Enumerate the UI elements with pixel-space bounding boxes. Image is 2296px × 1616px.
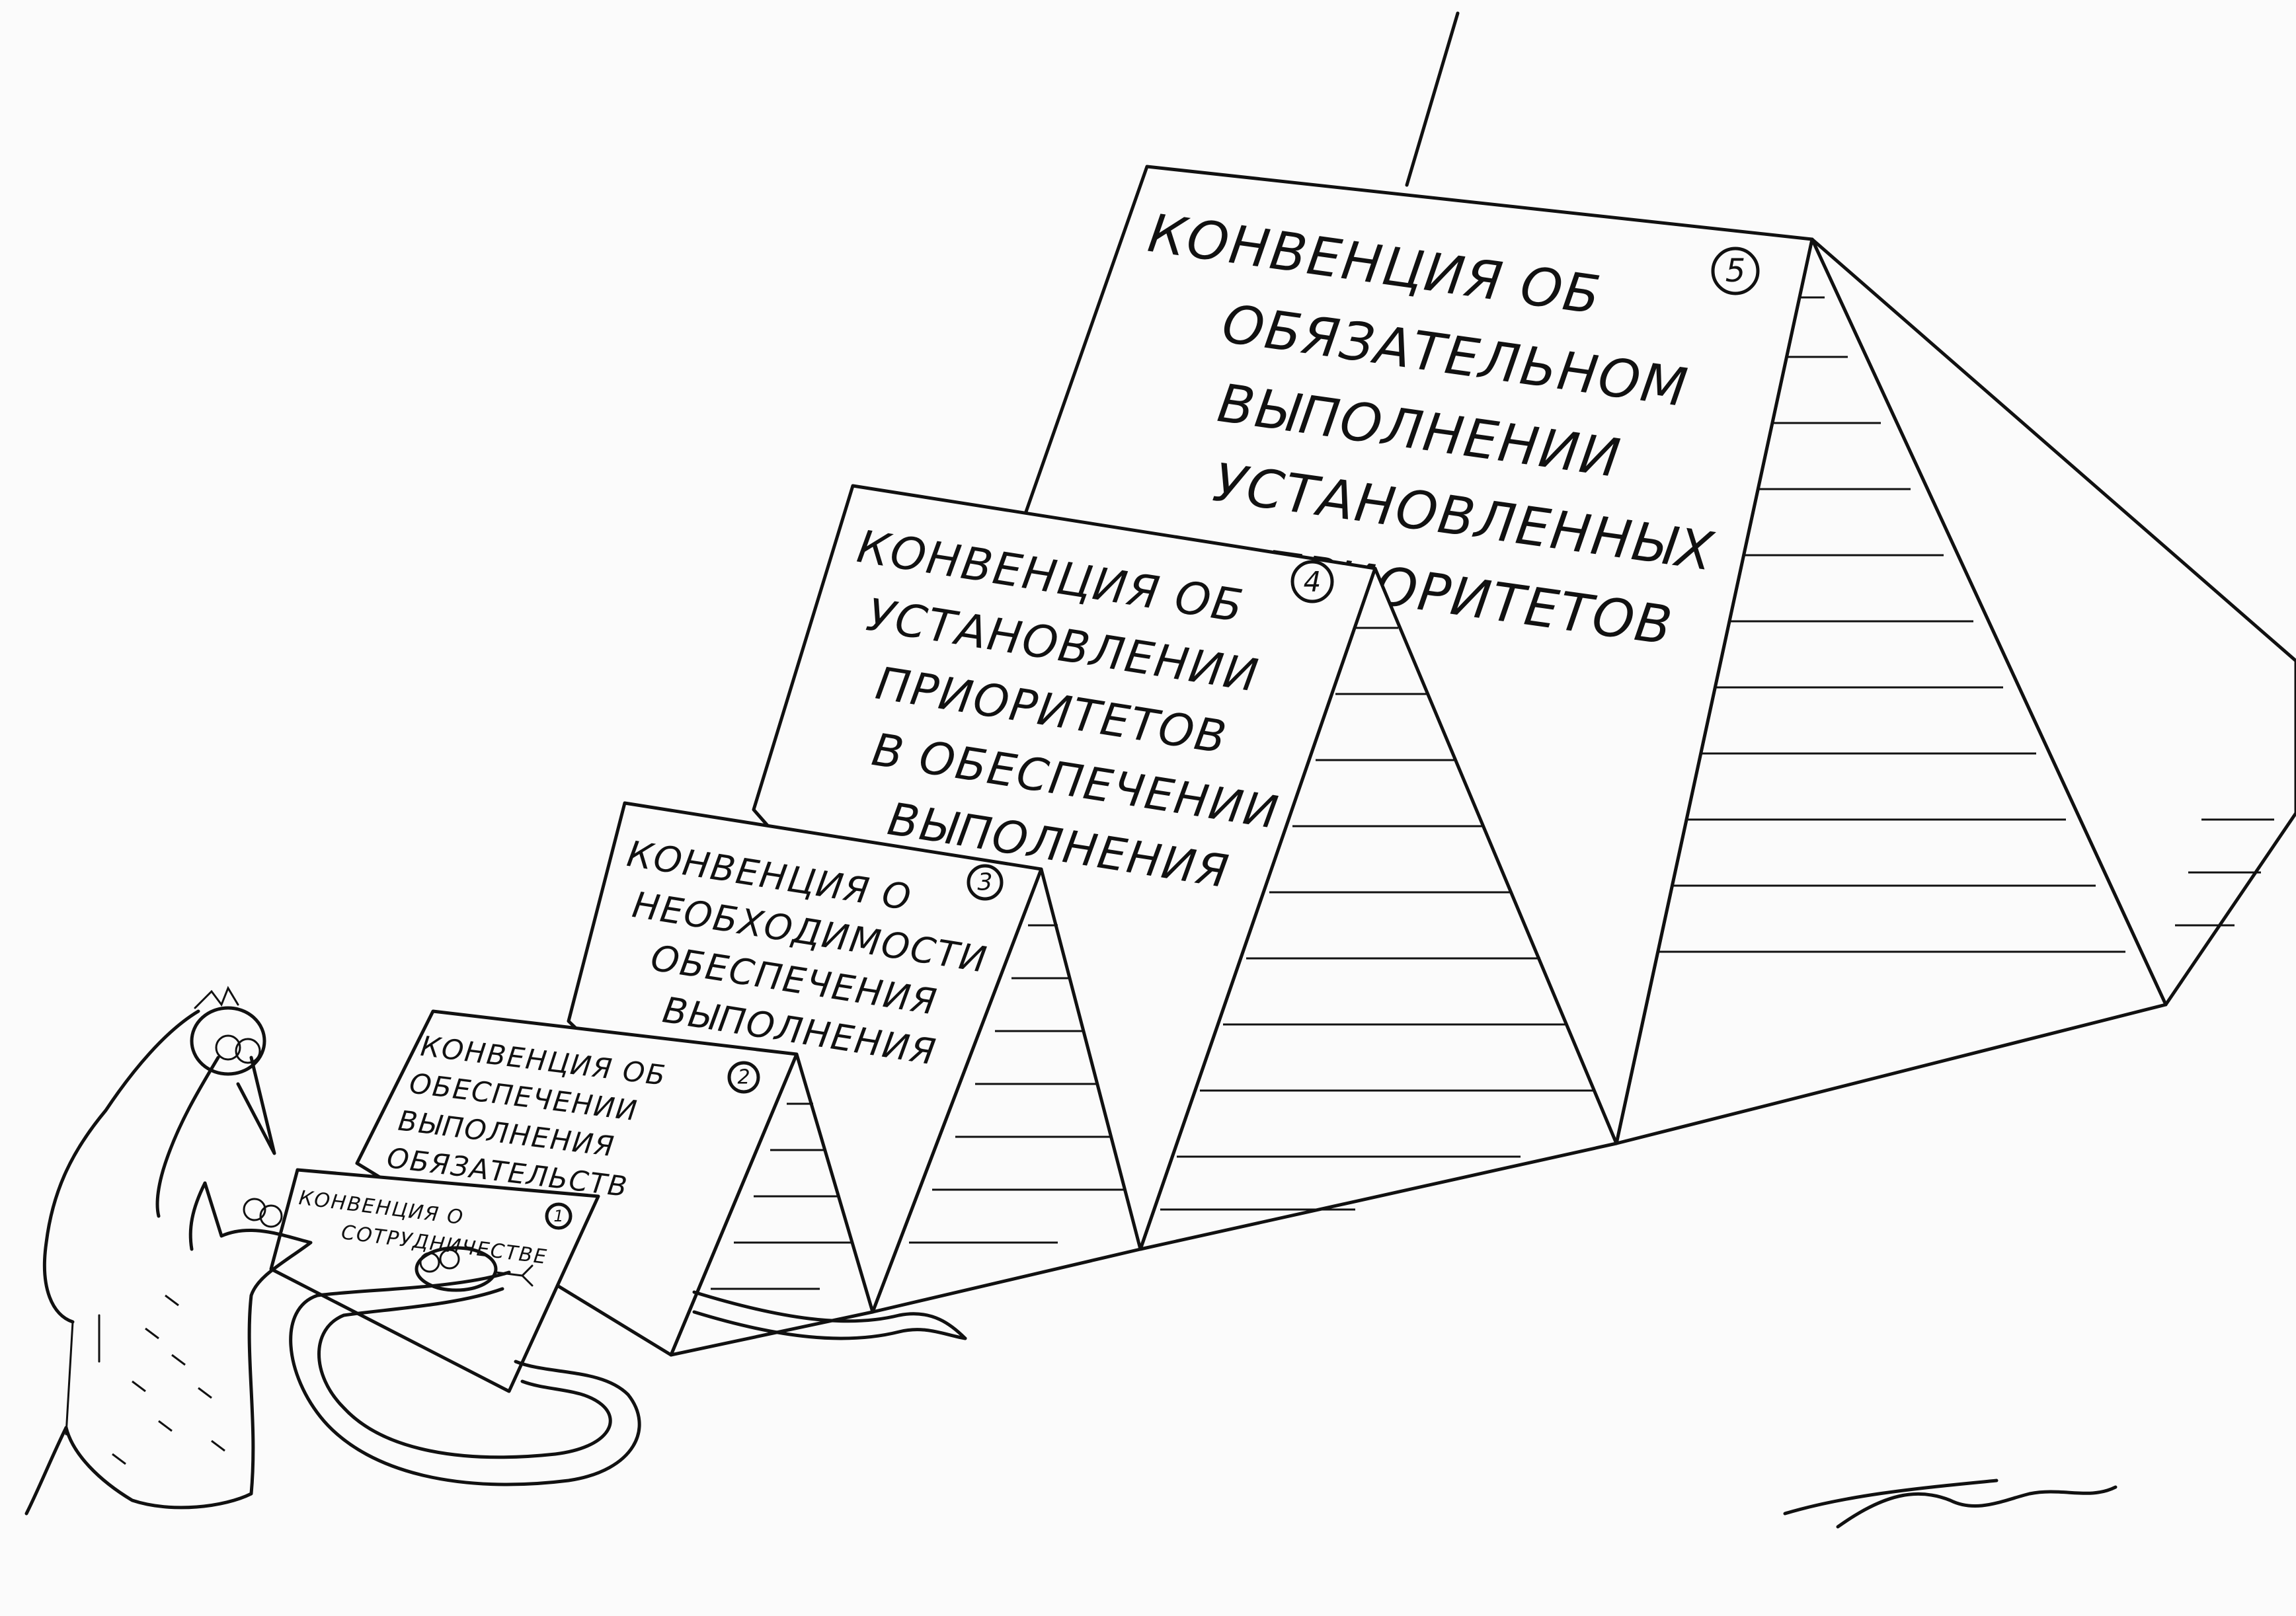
sign-2-front-face (355, 1009, 799, 1357)
sign-4-number: 4 (1304, 566, 1322, 598)
sign-3-number-circle (967, 864, 1004, 901)
sign-3: КОНВЕНЦИЯ О НЕОБХОДИМОСТИ ОБЕСПЕЧЕНИЯ ВЫ… (567, 801, 1142, 1314)
crow-leg-left (65, 1321, 74, 1436)
crow-beak (236, 1056, 276, 1155)
snake-tongue (495, 1264, 534, 1287)
rat-eye-right (259, 1204, 283, 1228)
sign-4: КОНВЕНЦИЯ ОБ УСТАНОВЛЕНИИ ПРИОРИТЕТОВ В … (752, 484, 1618, 1251)
snake-body-outer (289, 1270, 641, 1486)
snake-eye-left (419, 1252, 440, 1273)
rat-body (64, 1181, 313, 1510)
signature-icon (1783, 1479, 2118, 1529)
crow-head (190, 1006, 266, 1076)
crow-eye-left (215, 1034, 241, 1061)
crow-crest (194, 985, 239, 1009)
snake-head (415, 1246, 498, 1292)
signature-strokes (1783, 1479, 2118, 1529)
sign-1-number: 1 (553, 1207, 563, 1225)
sign-2-number: 2 (737, 1066, 750, 1089)
rat-tail (24, 1426, 68, 1516)
crow-icon (42, 985, 276, 1436)
sign-1: КОНВЕНЦИЯ О СОТРУДНИЧЕСТВЕ 1 (269, 1168, 600, 1393)
sign-5: КОНВЕНЦИЯ ОБ ОБЯЗАТЕЛЬНОМ ВЫПОЛНЕНИИ УСТ… (1023, 11, 2296, 1145)
rat-ear (188, 1181, 207, 1251)
sign-4-number-circle (1290, 560, 1334, 603)
sign-3-number: 3 (978, 869, 993, 896)
sign-2: КОНВЕНЦИЯ ОБ ОБЕСПЕЧЕНИИ ВЫПОЛНЕНИЯ ОБЯЗ… (355, 1009, 875, 1357)
sign-5-number: 5 (1725, 252, 1746, 289)
sign-5-hatching (1623, 296, 2274, 953)
sign-3-hatching (909, 924, 1124, 1244)
rat-fur (112, 1294, 225, 1465)
crow-breast (155, 1056, 220, 1218)
sign-2-number-circle (727, 1061, 760, 1094)
crow-eye-right (235, 1038, 261, 1064)
sign-1-number-circle (545, 1202, 573, 1230)
snake-icon (289, 1246, 967, 1486)
sign-2-hatching (711, 1102, 853, 1290)
snake-tail-outer (692, 1290, 967, 1340)
snake-eye-right (439, 1249, 460, 1270)
crow-back (42, 1009, 200, 1324)
rat-icon (24, 1181, 313, 1516)
hanging-line (1405, 11, 1460, 187)
sign-5-number-circle (1711, 247, 1760, 295)
snake-body-inner (317, 1287, 612, 1459)
sign-4-hatching (1160, 627, 1593, 1211)
snake-tail-inner (692, 1310, 967, 1340)
rat-eye-left (243, 1198, 266, 1221)
